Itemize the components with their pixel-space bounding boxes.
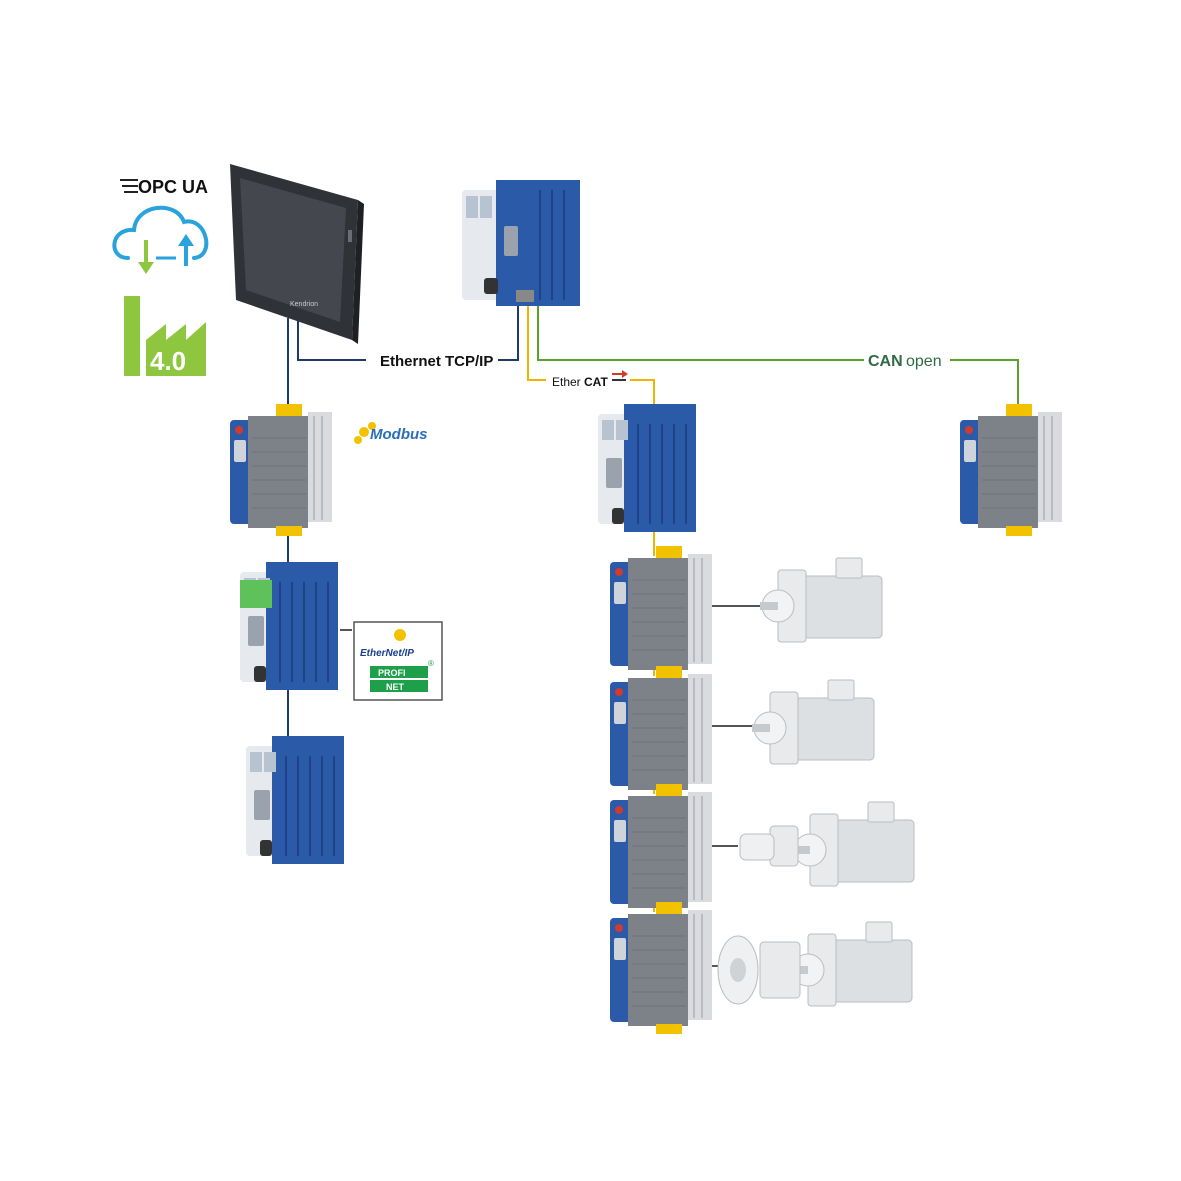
cloud-sync-icon bbox=[112, 205, 209, 274]
master-controller bbox=[462, 180, 580, 306]
servo-motor-1 bbox=[759, 557, 883, 643]
ethercat-coupler-module bbox=[597, 403, 697, 533]
canopen-drive-module bbox=[959, 403, 1063, 537]
canopen-lines bbox=[537, 306, 1019, 406]
left-drive-module bbox=[229, 403, 333, 537]
ethernet-lines bbox=[287, 306, 519, 736]
ethercat-logo: Ether CAT bbox=[552, 370, 628, 389]
download-arrow-icon bbox=[138, 240, 154, 274]
ethercat-drive-2 bbox=[609, 665, 713, 799]
ethercat-drive-4 bbox=[609, 901, 713, 1035]
modbus-logo: Modbus bbox=[354, 422, 428, 444]
canopen-logo: CAN open bbox=[868, 353, 942, 370]
profinet-bottom-text: NET bbox=[386, 682, 405, 692]
pulley-motor-4 bbox=[717, 921, 913, 1007]
ethercat-suffix: CAT bbox=[584, 375, 608, 389]
modbus-text: Modbus bbox=[370, 426, 428, 443]
registered-mark: ® bbox=[428, 659, 434, 668]
canopen-prefix: CAN bbox=[868, 353, 903, 370]
profinet-top-text: PROFI bbox=[378, 668, 406, 678]
opcua-logo: OPC UA bbox=[120, 177, 208, 197]
status-leds bbox=[240, 580, 272, 608]
ethernetip-text: EtherNet/IP bbox=[360, 648, 414, 659]
servo-motor-2 bbox=[751, 679, 875, 765]
upload-arrow-icon bbox=[178, 234, 194, 266]
ethercat-prefix: Ether bbox=[552, 375, 581, 389]
ethercat-drive-1 bbox=[609, 545, 713, 679]
industry-4-0-icon: 4.0 bbox=[124, 296, 206, 376]
gear-motor-3 bbox=[739, 801, 915, 887]
hmi-brand: Kendrion bbox=[290, 301, 318, 308]
hmi-panel: Kendrion bbox=[230, 164, 364, 344]
ethercat-drive-3 bbox=[609, 783, 713, 917]
opcua-text: OPC UA bbox=[138, 177, 208, 197]
ethernet-label: Ethernet TCP/IP bbox=[380, 353, 493, 370]
ethernetip-profinet-logo: EtherNet/IP PROFI NET ® bbox=[353, 621, 443, 701]
canopen-suffix: open bbox=[906, 353, 942, 370]
left-controller-module-2 bbox=[245, 735, 345, 865]
industry-4-0-text: 4.0 bbox=[150, 346, 186, 376]
